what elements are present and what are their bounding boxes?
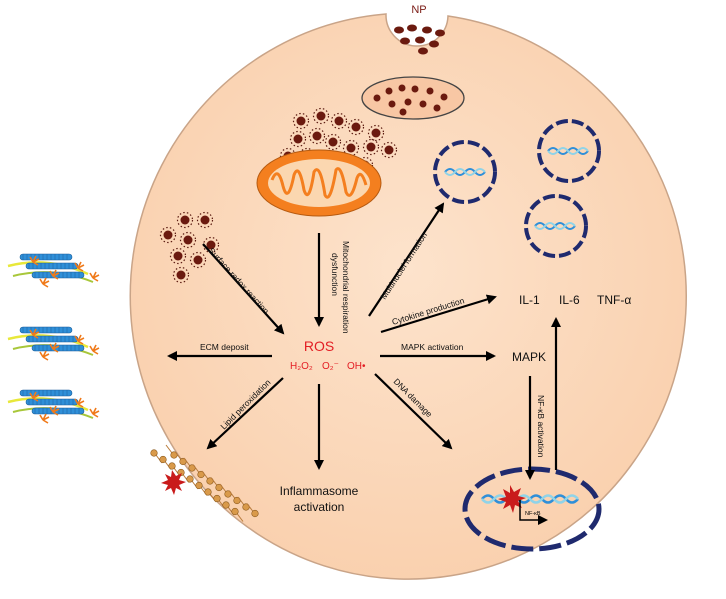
lipid-damage-burst-icon [161,470,186,495]
nucleus-top-right [537,119,601,183]
lipid-membrane [150,444,259,522]
np-particles-pocket [394,24,445,55]
ros-species-superoxide: O₂⁻ [322,361,339,372]
ecm-fibers [7,253,100,424]
arrows [167,202,561,480]
nucleus-bottom: NF-κB [462,466,602,552]
label-mito-dysfunction-1: Mitochondrial respiration [341,241,351,334]
cytokine-il6: IL-6 [559,293,580,307]
nucleus-top-left [433,140,497,204]
nfkb-small-label: NF-κB [525,511,541,517]
arrow-ros-to-cytokine [380,294,497,334]
arrow-surface-to-ros [202,243,285,335]
endosome [361,76,465,120]
label-nfkb-activation: NF-κB activation [536,395,546,458]
np-particles-left [159,211,220,284]
arrow-ros-to-lipid [206,377,284,450]
ros-species-hydroxyl: OH• [347,361,366,372]
inflammasome-line1: Inflammasome [280,484,359,498]
label-mapk-activation: MAPK activation [401,342,464,352]
cell [129,13,687,580]
cytokine-il1: IL-1 [519,293,540,307]
dna-damage-burst-icon [498,485,526,513]
cytokine-tnfa: TNF-α [597,293,631,307]
mapk-label: MAPK [512,350,546,364]
label-ecm-deposit: ECM deposit [200,342,249,352]
np-label: NP [411,4,426,16]
nucleus-middle-right [524,194,588,258]
ros-title: ROS [304,338,334,354]
ros-species-h2o2: H₂O₂ [290,361,313,372]
mitochondrion [256,149,382,217]
arrow-ros-to-dna [374,373,453,450]
arrow-ros-to-multinuclei [368,202,445,317]
inflammasome-line2: activation [294,500,345,514]
label-mito-dysfunction-2: dysfunction [330,253,340,296]
